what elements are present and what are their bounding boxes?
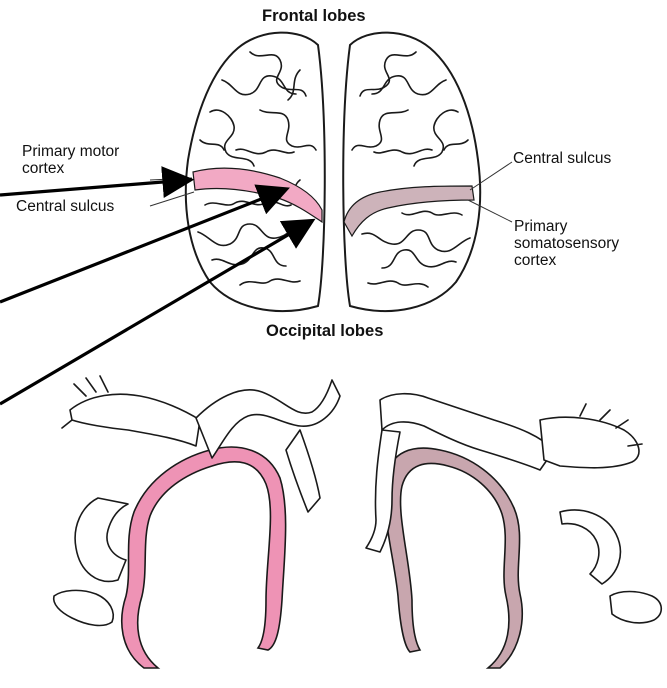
primary-somatosensory-label-line3: cortex xyxy=(514,252,556,269)
arrow-to-motor-cortex xyxy=(0,180,188,195)
primary-motor-cortex-label-line2: cortex xyxy=(22,160,64,177)
somatosensory-cortex-strip xyxy=(385,448,523,668)
right-central-sulcus-label: Central sulcus xyxy=(513,150,611,167)
primary-motor-cortex-label-line1: Primary motor xyxy=(22,143,119,160)
primary-somatosensory-label-line2: somatosensory xyxy=(514,235,619,252)
brain-right-hemisphere-icon xyxy=(343,33,480,311)
primary-somatosensory-label-line1: Primary xyxy=(514,218,567,235)
arrow-to-somatosensory-region xyxy=(0,222,310,404)
motor-cortex-strip xyxy=(122,447,286,668)
occipital-lobes-label: Occipital lobes xyxy=(266,323,383,340)
motor-homunculus-icon xyxy=(54,376,340,625)
left-central-sulcus-label: Central sulcus xyxy=(16,198,114,215)
frontal-lobes-label: Frontal lobes xyxy=(262,8,366,25)
